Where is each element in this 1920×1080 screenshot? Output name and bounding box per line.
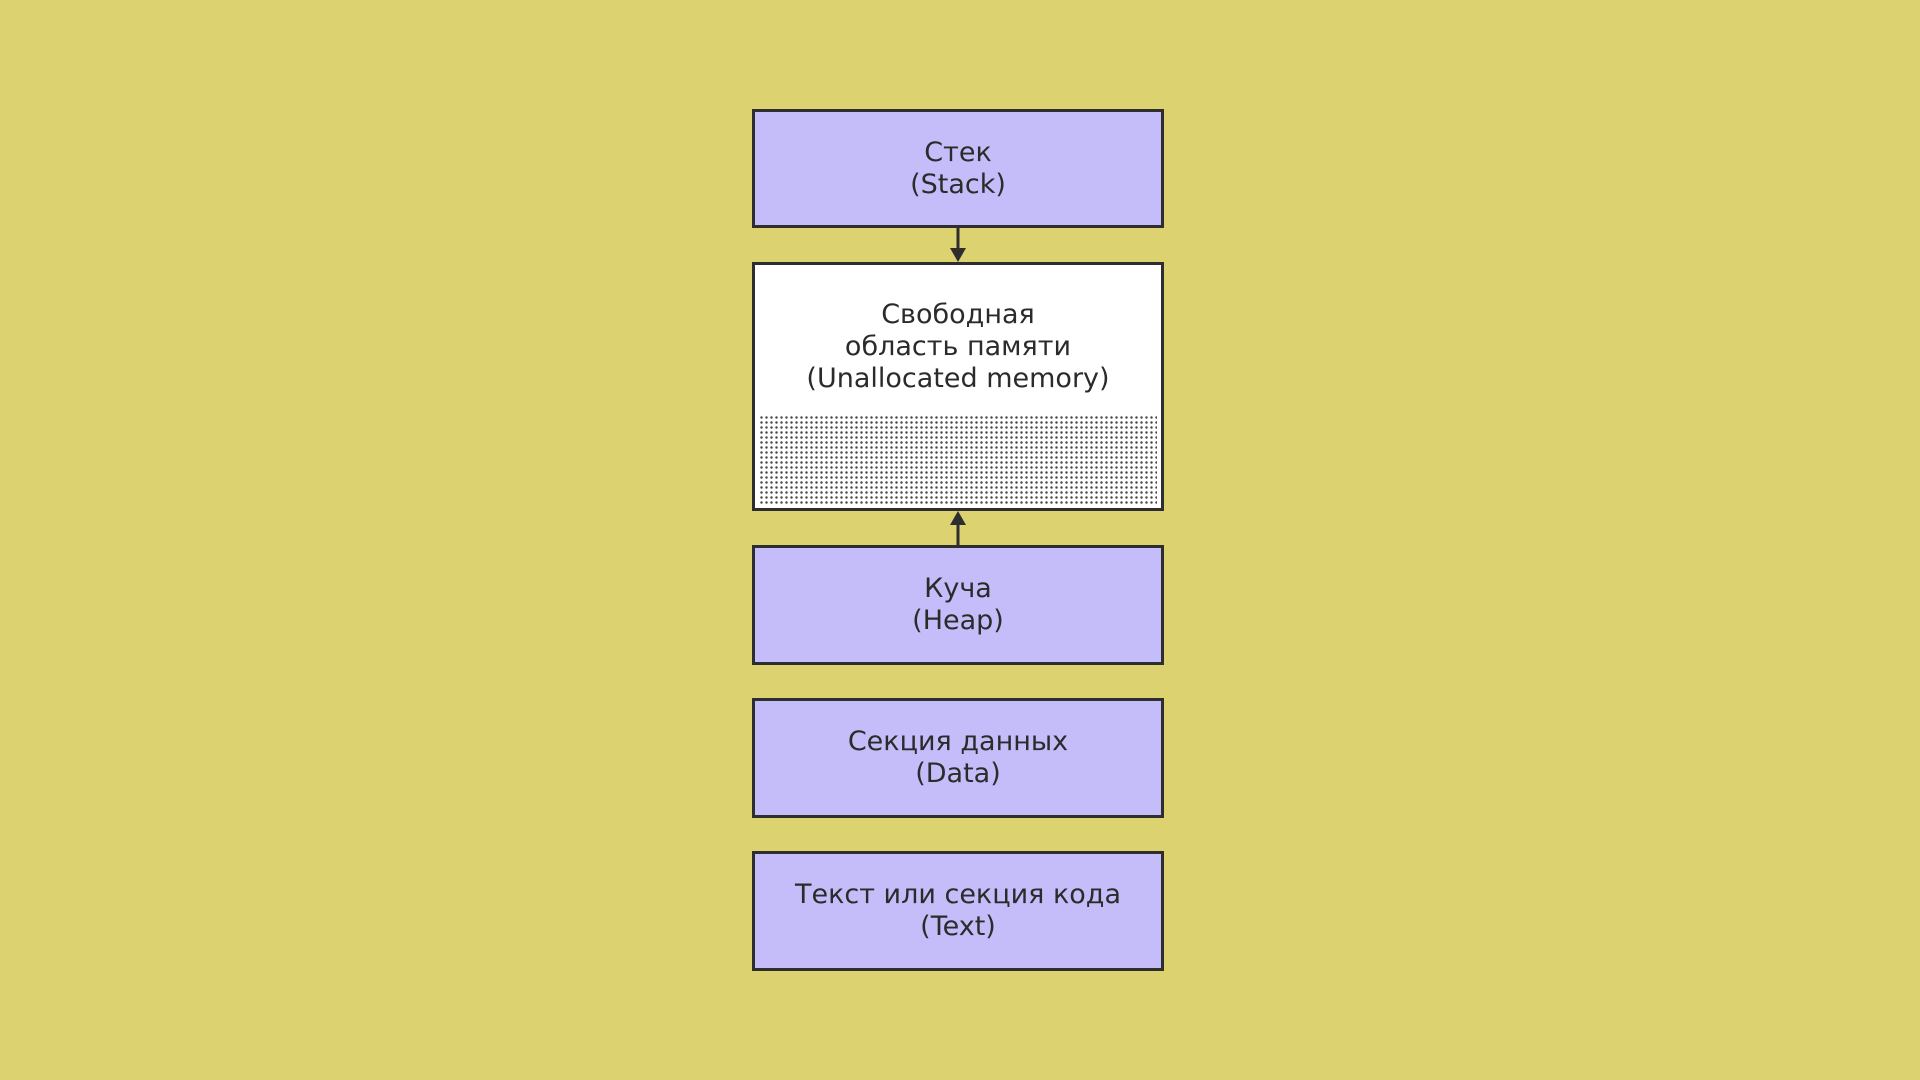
stack-down-arrow: [950, 228, 966, 262]
data-segment: Секция данных (Data): [752, 698, 1164, 818]
text-title: Текст или секция кода: [794, 879, 1122, 910]
heap-segment: Куча (Heap): [752, 545, 1164, 665]
unallocated-memory-segment: Свободная область памяти (Unallocated me…: [752, 262, 1164, 511]
data-title: Секция данных: [847, 726, 1069, 757]
heap-subtitle: (Heap): [912, 605, 1004, 636]
unallocated-line-3: (Unallocated memory): [806, 363, 1110, 394]
heap-up-arrow: [950, 511, 966, 545]
unallocated-memory-label: Свободная область памяти (Unallocated me…: [806, 299, 1109, 395]
heap-title: Куча: [924, 573, 992, 604]
stack-segment: Стек (Stack): [752, 109, 1164, 228]
stack-subtitle: (Stack): [910, 168, 1006, 200]
data-subtitle: (Data): [915, 758, 1001, 789]
stack-title: Стек: [924, 136, 992, 168]
unallocated-line-2: область памяти: [844, 331, 1072, 362]
text-subtitle: (Text): [920, 911, 996, 942]
dotted-pattern-area: [759, 415, 1157, 505]
text-segment: Текст или секция кода (Text): [752, 851, 1164, 971]
unallocated-line-1: Свободная: [881, 299, 1035, 330]
